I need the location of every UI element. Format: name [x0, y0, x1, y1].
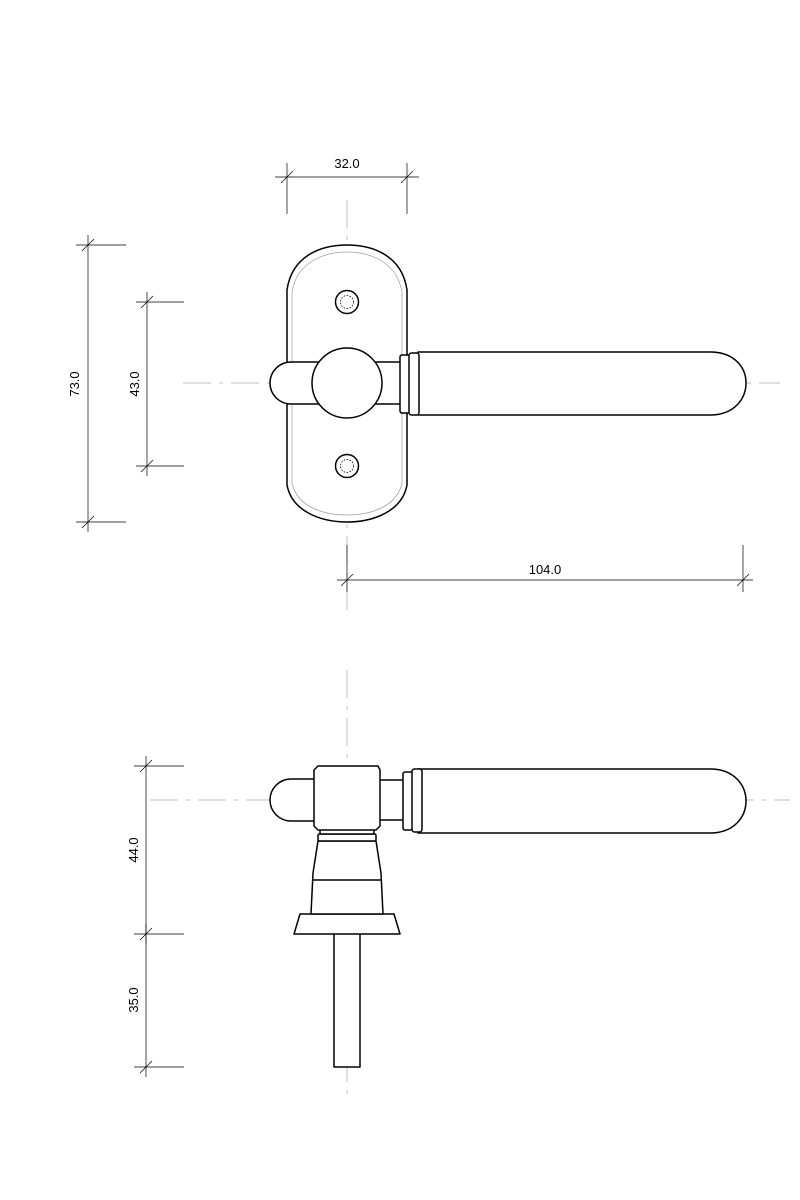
side-spindle-length-label: 35.0 [126, 987, 141, 1012]
side-spindle-length-dimension: 35.0 [126, 924, 184, 1077]
side-lever-stub [269, 778, 321, 822]
side-lever-neck [377, 779, 407, 821]
rose [311, 347, 383, 419]
backplate-bevel [291, 251, 403, 516]
front-width-dimension: 32.0 [275, 156, 419, 214]
lever-collar-ring [408, 352, 420, 416]
side-hub [313, 765, 381, 831]
neck-body [310, 840, 384, 915]
front-screw-spacing-dimension: 43.0 [127, 292, 184, 476]
side-lever-collar-ring [411, 768, 423, 833]
neck-ring-lower [317, 833, 377, 842]
side-upper-height-label: 44.0 [126, 837, 141, 862]
spindle [333, 929, 361, 1068]
side-lever-handle [417, 768, 747, 834]
front-screw-spacing-label: 43.0 [127, 371, 142, 396]
front-width-label: 32.0 [334, 156, 359, 171]
front-view [183, 200, 780, 610]
front-height-dimension: 73.0 [67, 235, 126, 532]
screw-bottom [334, 453, 360, 479]
base-flange [293, 913, 401, 935]
screw-top [334, 289, 360, 315]
side-upper-height-dimension: 44.0 [126, 756, 184, 944]
front-lever-length-label: 104.0 [529, 562, 562, 577]
side-view [150, 670, 790, 1100]
lever-handle [417, 351, 747, 416]
front-height-label: 73.0 [67, 371, 82, 396]
front-lever-length-dimension: 104.0 [337, 545, 753, 592]
